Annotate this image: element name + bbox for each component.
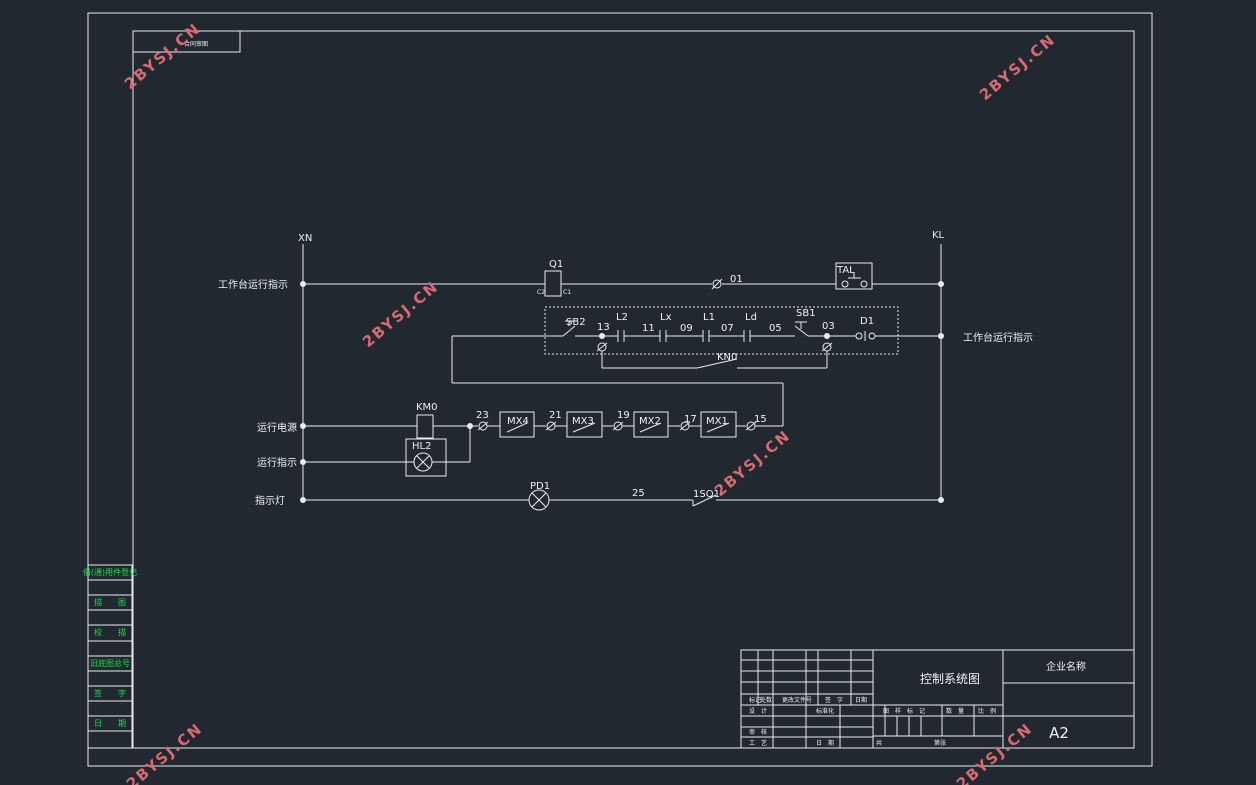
- tb-header-cell: 处数: [760, 696, 772, 704]
- ld-label: Ld: [745, 312, 757, 323]
- tb-role-process: 工 艺: [749, 739, 767, 747]
- node-17: 17: [684, 414, 697, 425]
- wire-01-label: 01: [730, 274, 743, 285]
- l2-label: L2: [616, 312, 628, 323]
- inner-frame: [132, 30, 1135, 749]
- tb-stage-cell: 图 样 标 记: [883, 707, 925, 715]
- watermark: 2BYSJ.CN: [359, 277, 442, 351]
- dashed-control-box: [544, 306, 899, 355]
- title-block: [740, 649, 1135, 749]
- company-name: 企业名称: [1046, 660, 1086, 673]
- corner-tag-box: [132, 30, 241, 53]
- rail-label-kl: KL: [932, 230, 945, 241]
- tb-role-std: 标准化: [816, 707, 834, 715]
- mx2-label: MX2: [639, 416, 661, 427]
- row-label-run-indicator: 运行指示: [257, 456, 297, 469]
- left-column-cell: 签 字: [94, 688, 126, 698]
- node-03: 03: [822, 321, 835, 332]
- tb-stage-cell: 比 例: [978, 707, 996, 715]
- tb-header-cell: 标记: [749, 696, 761, 704]
- sheet-size: A2: [1049, 724, 1069, 742]
- mx4-box: [499, 411, 535, 438]
- terminal-01: [712, 279, 722, 289]
- km0-coil: [416, 414, 434, 439]
- sq1-contact: [692, 494, 717, 507]
- watermark: 2BYSJ.CN: [976, 30, 1059, 104]
- l1-label: L1: [703, 312, 715, 323]
- tb-sheet-total: 共: [876, 739, 882, 747]
- sq1-label: 1SQ1: [693, 489, 720, 500]
- node-19: 19: [617, 410, 630, 421]
- row-label-run-power: 运行电源: [257, 421, 297, 434]
- tal-label: TAL: [836, 265, 855, 276]
- lx-label: Lx: [660, 312, 672, 323]
- node-05: 05: [769, 323, 782, 334]
- tb-role-review: 审 核: [749, 728, 767, 736]
- left-column-cell: 描 图: [94, 597, 126, 607]
- rail-label-xn: XN: [298, 233, 312, 244]
- tb-date-label: 日 期: [816, 739, 834, 747]
- q1-c2-label: C2: [537, 289, 545, 296]
- tb-header-cell: 日期: [855, 696, 867, 704]
- q1-label: Q1: [549, 259, 563, 270]
- drawing-title: 控制系统图: [920, 672, 980, 686]
- node-09: 09: [680, 323, 693, 334]
- node-13: 13: [597, 322, 610, 333]
- node-21: 21: [549, 410, 562, 421]
- outer-frame: [87, 12, 1153, 767]
- km0-label: KM0: [416, 402, 438, 413]
- left-column-cell: 日 期: [94, 719, 126, 728]
- hl2-label: HL2: [412, 441, 431, 452]
- sb1-label: SB1: [796, 308, 816, 319]
- sb1-contact: [794, 325, 809, 337]
- tal-contact: [835, 262, 873, 290]
- left-column-cell: 校 描: [94, 627, 126, 637]
- d1-lamp: [855, 332, 863, 340]
- hl2-box: [405, 438, 447, 477]
- tb-stage-cell: 数 量: [946, 707, 964, 715]
- mx4-label: MX4: [507, 416, 529, 427]
- q1-breaker: [544, 270, 562, 297]
- mx1-box: [700, 411, 737, 438]
- row-label-work-right: 工作台运行指示: [963, 331, 1033, 344]
- kn0-contact: [696, 358, 738, 369]
- mx3-label: MX3: [572, 416, 594, 427]
- tb-role-design: 设 计: [749, 707, 767, 715]
- node-11: 11: [642, 323, 655, 334]
- node-07: 07: [721, 323, 734, 334]
- left-column-table: [87, 564, 133, 749]
- pd1-label: PD1: [530, 481, 550, 492]
- node-25: 25: [632, 488, 645, 499]
- node-23: 23: [476, 410, 489, 421]
- watermark: 2BYSJ.CN: [123, 719, 206, 785]
- node-15: 15: [754, 414, 767, 425]
- left-column-cell: 旧底图总号: [90, 658, 130, 668]
- tb-sheet-no: 第张: [934, 739, 946, 747]
- q1-c1-label: C1: [563, 289, 571, 296]
- row-label-indicator-lamp: 指示灯: [255, 494, 285, 507]
- kn0-label: KN0: [717, 352, 737, 363]
- watermark: 2BYSJ.CN: [953, 719, 1036, 785]
- mx3-box: [566, 411, 603, 438]
- corner-tag: 合同审图: [184, 40, 208, 48]
- sb2-label: SB2: [566, 317, 586, 328]
- mx1-label: MX1: [706, 416, 728, 427]
- row-label-work-left: 工作台运行指示: [218, 278, 288, 291]
- tb-header-cell: 更改文件号: [782, 696, 812, 704]
- mx2-box: [633, 411, 669, 438]
- tb-header-cell: 签 字: [825, 696, 843, 704]
- left-column-cell: 借(通)用件登记: [83, 567, 137, 577]
- sb2-contact: [562, 325, 576, 337]
- d1-label: D1: [860, 316, 874, 327]
